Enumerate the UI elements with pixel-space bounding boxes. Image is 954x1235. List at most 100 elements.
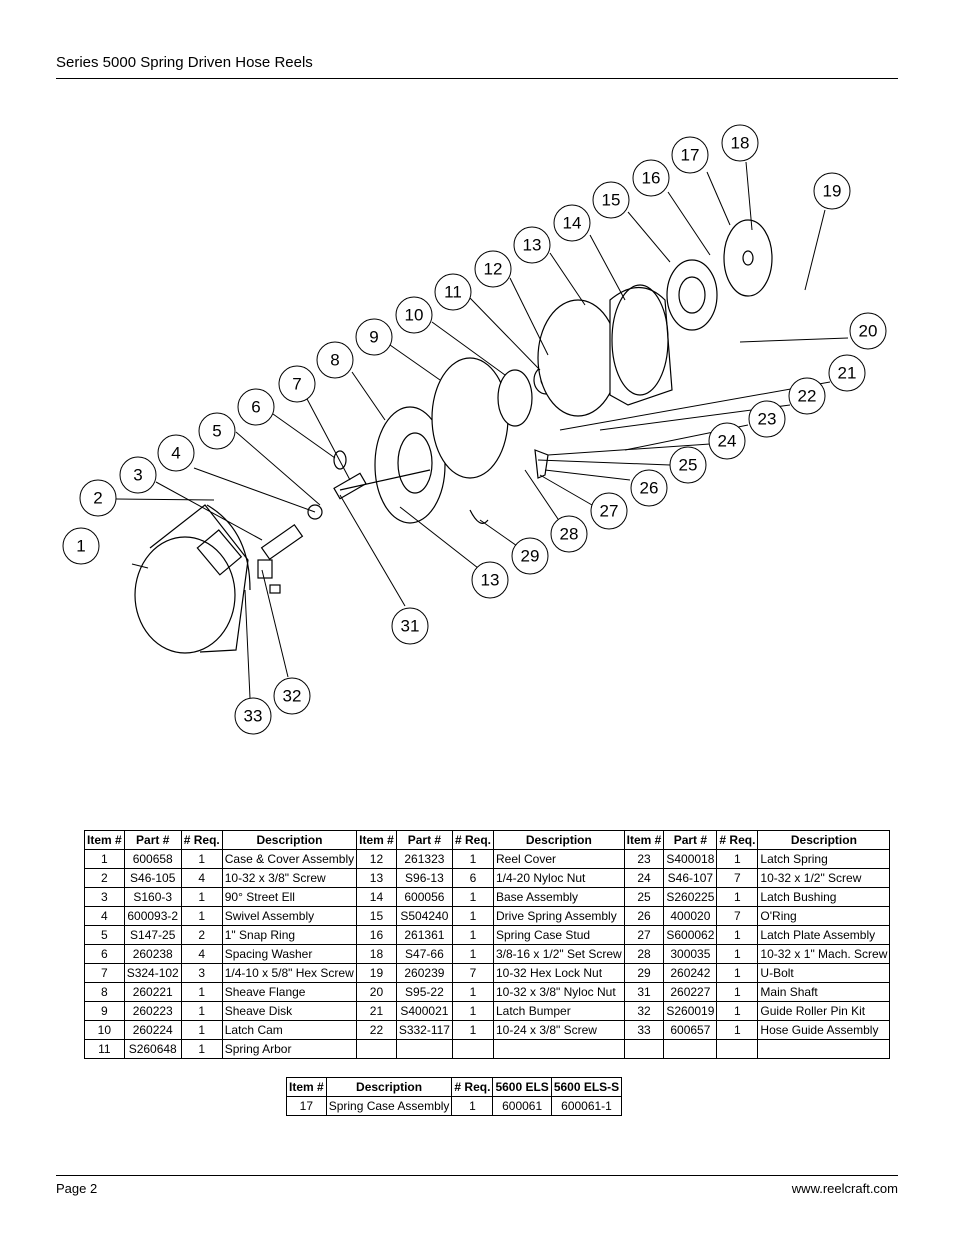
table-cell: 300035 — [663, 944, 718, 964]
table-cell: Spring Arbor — [221, 1039, 358, 1059]
table-cell: 17 — [286, 1096, 327, 1116]
table-cell: S160-3 — [123, 887, 182, 907]
column-header: Item # — [84, 830, 125, 850]
table-cell: 1 — [716, 982, 759, 1002]
callout-label: 13 — [523, 236, 542, 255]
table-cell: 4 — [180, 868, 223, 888]
callout-circle — [119, 456, 157, 494]
column-header: Description — [221, 830, 358, 850]
table-cell: 1 — [716, 925, 759, 945]
table-cell: S260225 — [663, 887, 718, 907]
table-cell — [395, 1039, 453, 1059]
callout-label: 14 — [563, 214, 582, 233]
table-cell: 18 — [356, 944, 397, 964]
table-cell: 16 — [356, 925, 397, 945]
table-cell: 28 — [623, 944, 665, 964]
callout-circle — [434, 273, 472, 311]
callout-label: 25 — [679, 456, 698, 475]
callout-label: 10 — [405, 306, 424, 325]
table-cell — [623, 1039, 665, 1059]
callout-circle — [355, 318, 393, 356]
table-cell: 260224 — [123, 1020, 182, 1040]
table-cell: 10-32 x 3/8" Screw — [221, 868, 358, 888]
callout-label: 28 — [560, 525, 579, 544]
table-cell: 20 — [356, 982, 397, 1002]
callout-circle — [234, 697, 272, 735]
column-header: Item # — [356, 830, 397, 850]
table-cell — [663, 1039, 718, 1059]
callout-label: 29 — [521, 547, 540, 566]
table-cell: 6 — [451, 868, 495, 888]
column-header: Description — [757, 830, 891, 850]
table-cell: 1 — [716, 944, 759, 964]
table-cell: 1 — [451, 944, 495, 964]
table-cell: 15 — [356, 906, 397, 926]
callout-circle — [708, 422, 746, 460]
table-cell: 90° Street Ell — [221, 887, 358, 907]
table-cell: 10-24 x 3/8" Screw — [493, 1020, 625, 1040]
table-cell: Base Assembly — [493, 887, 625, 907]
callout-circle — [278, 365, 316, 403]
table-cell — [451, 1039, 495, 1059]
callout-circle — [671, 136, 709, 174]
callout-label: 9 — [369, 328, 378, 347]
callout-label: 16 — [642, 169, 661, 188]
column-header: 5600 ELS — [492, 1077, 552, 1097]
table-cell: 260227 — [663, 982, 718, 1002]
table-cell: Latch Bushing — [757, 887, 891, 907]
table-cell: 1 — [716, 1001, 759, 1021]
callout-circle — [748, 400, 786, 438]
website-link[interactable]: www.reelcraft.com — [791, 1181, 898, 1196]
callout-label: 19 — [823, 182, 842, 201]
table-cell: 14 — [356, 887, 397, 907]
table-cell: 261323 — [395, 849, 453, 869]
table-cell: Spring Case Assembly — [325, 1096, 453, 1116]
callout-circle — [395, 296, 433, 334]
callout-circle — [157, 434, 195, 472]
callout-label: 22 — [798, 387, 817, 406]
table-cell: S504240 — [395, 906, 453, 926]
callout-circle — [513, 226, 551, 264]
table-cell: 32 — [623, 1001, 665, 1021]
table-cell: S332-117 — [395, 1020, 453, 1040]
callout-circle — [553, 204, 591, 242]
table-cell: Drive Spring Assembly — [493, 906, 625, 926]
callout-circle — [590, 492, 628, 530]
callout-label: 33 — [244, 707, 263, 726]
callout-circle — [721, 124, 759, 162]
table-cell: 260238 — [123, 944, 182, 964]
callout-circle — [474, 250, 512, 288]
callout-circle — [592, 181, 630, 219]
table-cell: 3/8-16 x 1/2" Set Screw — [493, 944, 625, 964]
table-cell: 5 — [84, 925, 125, 945]
table-cell: S95-22 — [395, 982, 453, 1002]
callout-circle — [788, 377, 826, 415]
column-header: 5600 ELS-S — [550, 1077, 623, 1097]
table-cell: 26 — [623, 906, 665, 926]
table-cell: 10-32 x 1" Mach. Screw — [757, 944, 891, 964]
table-cell: 1 — [451, 982, 495, 1002]
callout-circle — [550, 515, 588, 553]
callout-label: 2 — [93, 489, 102, 508]
column-header: Part # — [663, 830, 718, 850]
table-cell: 1 — [180, 982, 223, 1002]
table-cell: S260648 — [123, 1039, 182, 1059]
table-cell: 1 — [716, 1020, 759, 1040]
callout-label: 3 — [133, 466, 142, 485]
table-cell — [493, 1039, 625, 1059]
table-cell: S96-13 — [395, 868, 453, 888]
callout-circle — [316, 341, 354, 379]
base-assembly-part — [609, 287, 673, 406]
table-cell — [716, 1039, 759, 1059]
table-cell: Latch Plate Assembly — [757, 925, 891, 945]
callout-label: 4 — [171, 444, 180, 463]
callout-circle — [62, 527, 100, 565]
table-cell: 7 — [451, 963, 495, 983]
column-header: Description — [325, 1077, 453, 1097]
table-cell: 1 — [451, 1020, 495, 1040]
